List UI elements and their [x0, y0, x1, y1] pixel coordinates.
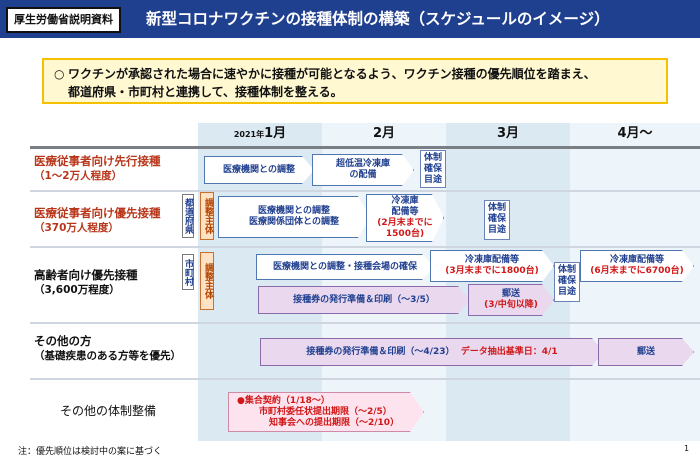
intro-line-1: ワクチンが承認された場合に速やかに接種が可能となるよう、ワクチン接種の優先順位を… — [68, 67, 596, 81]
system-secured-box: 体制確保目途 — [554, 262, 580, 302]
arrow-freezer-jun: 冷凍庫配備等(6月末までに6700台) — [580, 250, 694, 282]
row-label-elderly: 高齢者向け優先接種（3,600万程度） — [34, 268, 138, 296]
header-divider — [30, 146, 700, 149]
intro-line-2: 都道府県・市町村と連携して、接種体制を整える。 — [68, 85, 343, 99]
contract-deadlines-arrow: ●集合契約（1/18～） 市町村委任状提出期限（～2/5） 知事会への提出期限（… — [228, 392, 424, 432]
prefecture-tag: 都道府県 — [182, 194, 194, 238]
footnote: 注：優先順位は検討中の案に基づく — [18, 447, 163, 457]
intro-box: ○ワクチンが承認された場合に速やかに接種が可能となるよう、ワクチン接種の優先順位… — [42, 58, 668, 104]
page-title: 新型コロナワクチンの接種体制の構築（スケジュールのイメージ） — [146, 10, 610, 28]
arrow-coordination: 医療機関との調整 — [204, 156, 314, 184]
arrow-venue-coordination: 医療機関との調整・接種会場の確保 — [256, 254, 434, 280]
year-label: 2021年 — [233, 130, 265, 139]
row-divider — [30, 190, 700, 192]
arrow-voucher-print-others: 接種券の発行準備＆印刷（～4/23） データ抽出基準日：4/1 — [260, 338, 604, 366]
row-label-others: その他の方（基礎疾患のある方等を優先） — [34, 334, 181, 362]
contract-line-3: 知事会への提出期限（～2/10） — [269, 418, 400, 428]
arrow-mailing: 郵送(3/中旬以降) — [468, 284, 554, 316]
row-divider — [30, 378, 700, 380]
arrow-freezer: 超低温冷凍庫の配備 — [312, 154, 414, 186]
column-apr — [570, 123, 700, 441]
arrow-mailing-others: 郵送 — [598, 338, 694, 366]
coordinator-tag: 調整主体 — [200, 252, 214, 310]
row-label-system: その他の体制整備 — [60, 404, 157, 418]
column-mar — [446, 123, 570, 441]
system-secured-box: 体制確保目途 — [420, 150, 446, 188]
contract-line-2: 市町村委任状提出期限（～2/5） — [259, 407, 392, 417]
circle-bullet: ○ — [54, 67, 65, 81]
arrow-medical-coordination: 医療機関との調整医療関係団体との調整 — [218, 196, 370, 238]
municipality-tag: 市町村 — [182, 254, 194, 290]
month-feb: 2月 — [372, 126, 396, 141]
row-divider — [30, 322, 700, 324]
row-label-advance: 医療従事者向け先行接種（1～2万人程度） — [34, 154, 161, 182]
row-divider — [30, 246, 700, 248]
month-jan: 2021年1月 — [233, 126, 287, 141]
page-number: 1 — [684, 444, 690, 453]
month-apr: 4月～ — [617, 126, 653, 141]
row-label-medical: 医療従事者向け優先接種（370万人程度） — [34, 206, 161, 234]
arrow-freezer-mar: 冷凍庫配備等(3月末までに1800台) — [430, 250, 554, 282]
month-mar: 3月 — [496, 126, 520, 141]
arrow-voucher-print: 接種券の発行準備＆印刷（～3/5） — [258, 286, 470, 314]
source-tag: 厚生労働省説明資料 — [6, 7, 121, 33]
system-secured-box: 体制確保目途 — [484, 200, 510, 240]
coordinator-tag: 調整主体 — [200, 192, 214, 240]
contract-line-1: ●集合契約（1/18～） — [237, 396, 330, 406]
